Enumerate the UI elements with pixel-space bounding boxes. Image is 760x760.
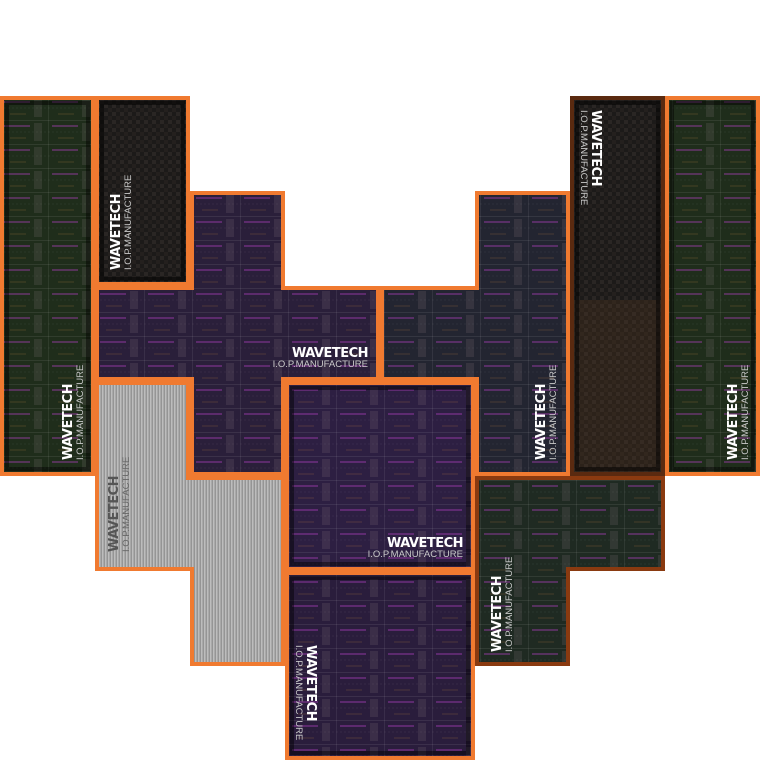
piece-5-label: WAVETECH I.O.P.MANUFACTURE [368, 536, 464, 560]
brand-text: WAVETECH [726, 384, 741, 460]
sub-text: I.O.P.MANUFACTURE [548, 365, 559, 460]
sub-text: I.O.P.MANUFACTURE [273, 359, 368, 370]
brand-text: WAVETECH [588, 110, 603, 186]
brand-text: WAVETECH [109, 194, 124, 270]
piece-6-label: WAVETECH I.O.P.MANUFACTURE [293, 645, 318, 740]
piece-9-label: WAVETECH I.O.P.MANUFACTURE [726, 365, 751, 460]
puzzle-piece-5[interactable] [285, 381, 475, 571]
sub-text: I.O.P.MANUFACTURE [578, 110, 589, 205]
puzzle-piece-1[interactable] [0, 96, 95, 476]
puzzle-piece-8[interactable] [570, 96, 665, 476]
brand-text: WAVETECH [61, 384, 76, 460]
puzzle-piece-7[interactable] [380, 191, 570, 476]
piece-7-label: WAVETECH I.O.P.MANUFACTURE [534, 365, 559, 460]
sub-text: I.O.P.MANUFACTURE [75, 365, 86, 460]
piece-1-label: WAVETECH I.O.P.MANUFACTURE [61, 365, 86, 460]
puzzle-piece-3[interactable] [95, 191, 380, 476]
puzzle-piece-2[interactable] [95, 96, 190, 286]
sub-text: I.O.P.MANUFACTURE [740, 365, 751, 460]
puzzle-piece-9[interactable] [665, 96, 760, 476]
sub-text: I.O.P.MANUFACTURE [123, 175, 134, 270]
sub-text: I.O.P.MANUFACTURE [368, 549, 463, 560]
brand-text: WAVETECH [107, 476, 122, 552]
sub-text: I.O.P.MANUFACTURE [504, 557, 515, 652]
piece-10-label: WAVETECH I.O.P.MANUFACTURE [490, 557, 515, 652]
brand-text: WAVETECH [387, 536, 463, 551]
puzzle-piece-6[interactable] [285, 571, 475, 760]
puzzle-piece-4[interactable] [95, 381, 285, 666]
piece-8-label: WAVETECH I.O.P.MANUFACTURE [578, 110, 603, 205]
brand-text: WAVETECH [292, 346, 368, 361]
piece-4-label: WAVETECH I.O.P.MANUFACTURE [107, 457, 132, 552]
piece-3-label: WAVETECH I.O.P.MANUFACTURE [273, 346, 369, 370]
brand-text: WAVETECH [303, 645, 318, 721]
brand-text: WAVETECH [534, 384, 549, 460]
puzzle-piece-10[interactable] [475, 476, 665, 666]
sub-text: I.O.P.MANUFACTURE [293, 645, 304, 740]
piece-2-label: WAVETECH I.O.P.MANUFACTURE [109, 175, 134, 270]
brand-text: WAVETECH [490, 576, 505, 652]
sub-text: I.O.P.MANUFACTURE [121, 457, 132, 552]
